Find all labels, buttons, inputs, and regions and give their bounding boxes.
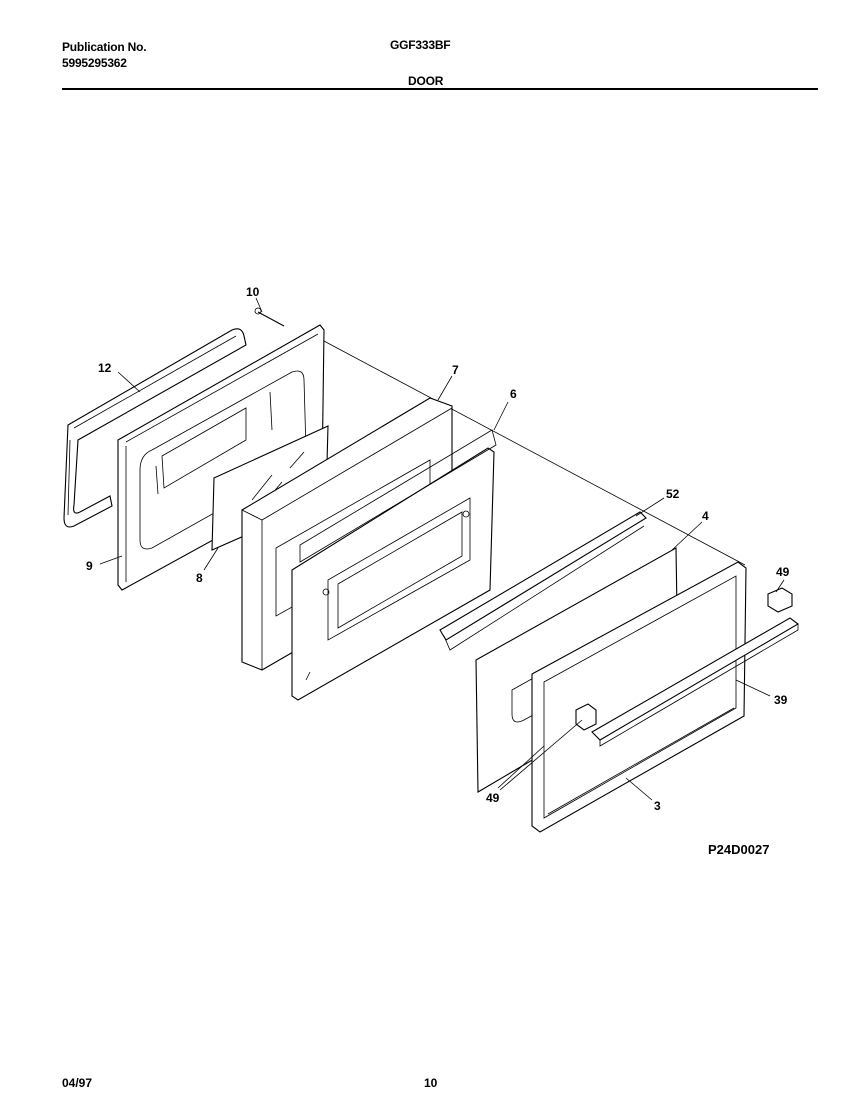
footer-page-number: 10 <box>424 1076 438 1090</box>
callout-7: 7 <box>452 363 459 377</box>
leader-52 <box>635 497 665 517</box>
callout-49-bottom: 49 <box>486 791 500 805</box>
part-12-gasket <box>63 328 247 528</box>
part-10-screw <box>254 307 285 327</box>
part-3-outer-door <box>531 561 747 833</box>
leader-8 <box>203 547 219 571</box>
leader-49-top <box>775 579 785 593</box>
leader-49-bottom <box>499 719 583 791</box>
callout-49-top: 49 <box>776 565 790 579</box>
callout-52: 52 <box>666 487 680 501</box>
callout-9: 9 <box>86 559 93 573</box>
drawing-id: P24D0027 <box>708 842 769 857</box>
callout-12: 12 <box>98 361 112 375</box>
leader-3 <box>625 777 653 801</box>
leader-10 <box>255 297 263 313</box>
callout-8: 8 <box>196 571 203 585</box>
header-rule <box>62 88 818 90</box>
leader-9 <box>99 555 123 565</box>
callout-3: 3 <box>654 799 661 813</box>
part-39-handle <box>591 617 799 747</box>
part-52-trim <box>439 511 647 651</box>
leader-7 <box>437 375 453 401</box>
part-6-door-frame <box>291 429 497 701</box>
leader-49-bottom-2 <box>497 745 545 789</box>
leader-4 <box>671 521 703 551</box>
leader-39 <box>735 679 771 697</box>
part-49-end-cap <box>575 587 793 731</box>
callout-6: 6 <box>510 387 517 401</box>
callout-39: 39 <box>774 693 788 707</box>
publication-number: 5995295362 <box>62 56 127 70</box>
leader-6 <box>493 401 509 431</box>
publication-label: Publication No. <box>62 40 147 54</box>
footer-date: 04/97 <box>62 1076 93 1090</box>
model-number: GGF333BF <box>390 38 451 52</box>
callout-10: 10 <box>246 285 260 299</box>
callout-4: 4 <box>702 509 709 523</box>
alignment-line <box>321 339 746 566</box>
leader-12 <box>117 371 141 393</box>
section-title: DOOR <box>408 74 444 88</box>
